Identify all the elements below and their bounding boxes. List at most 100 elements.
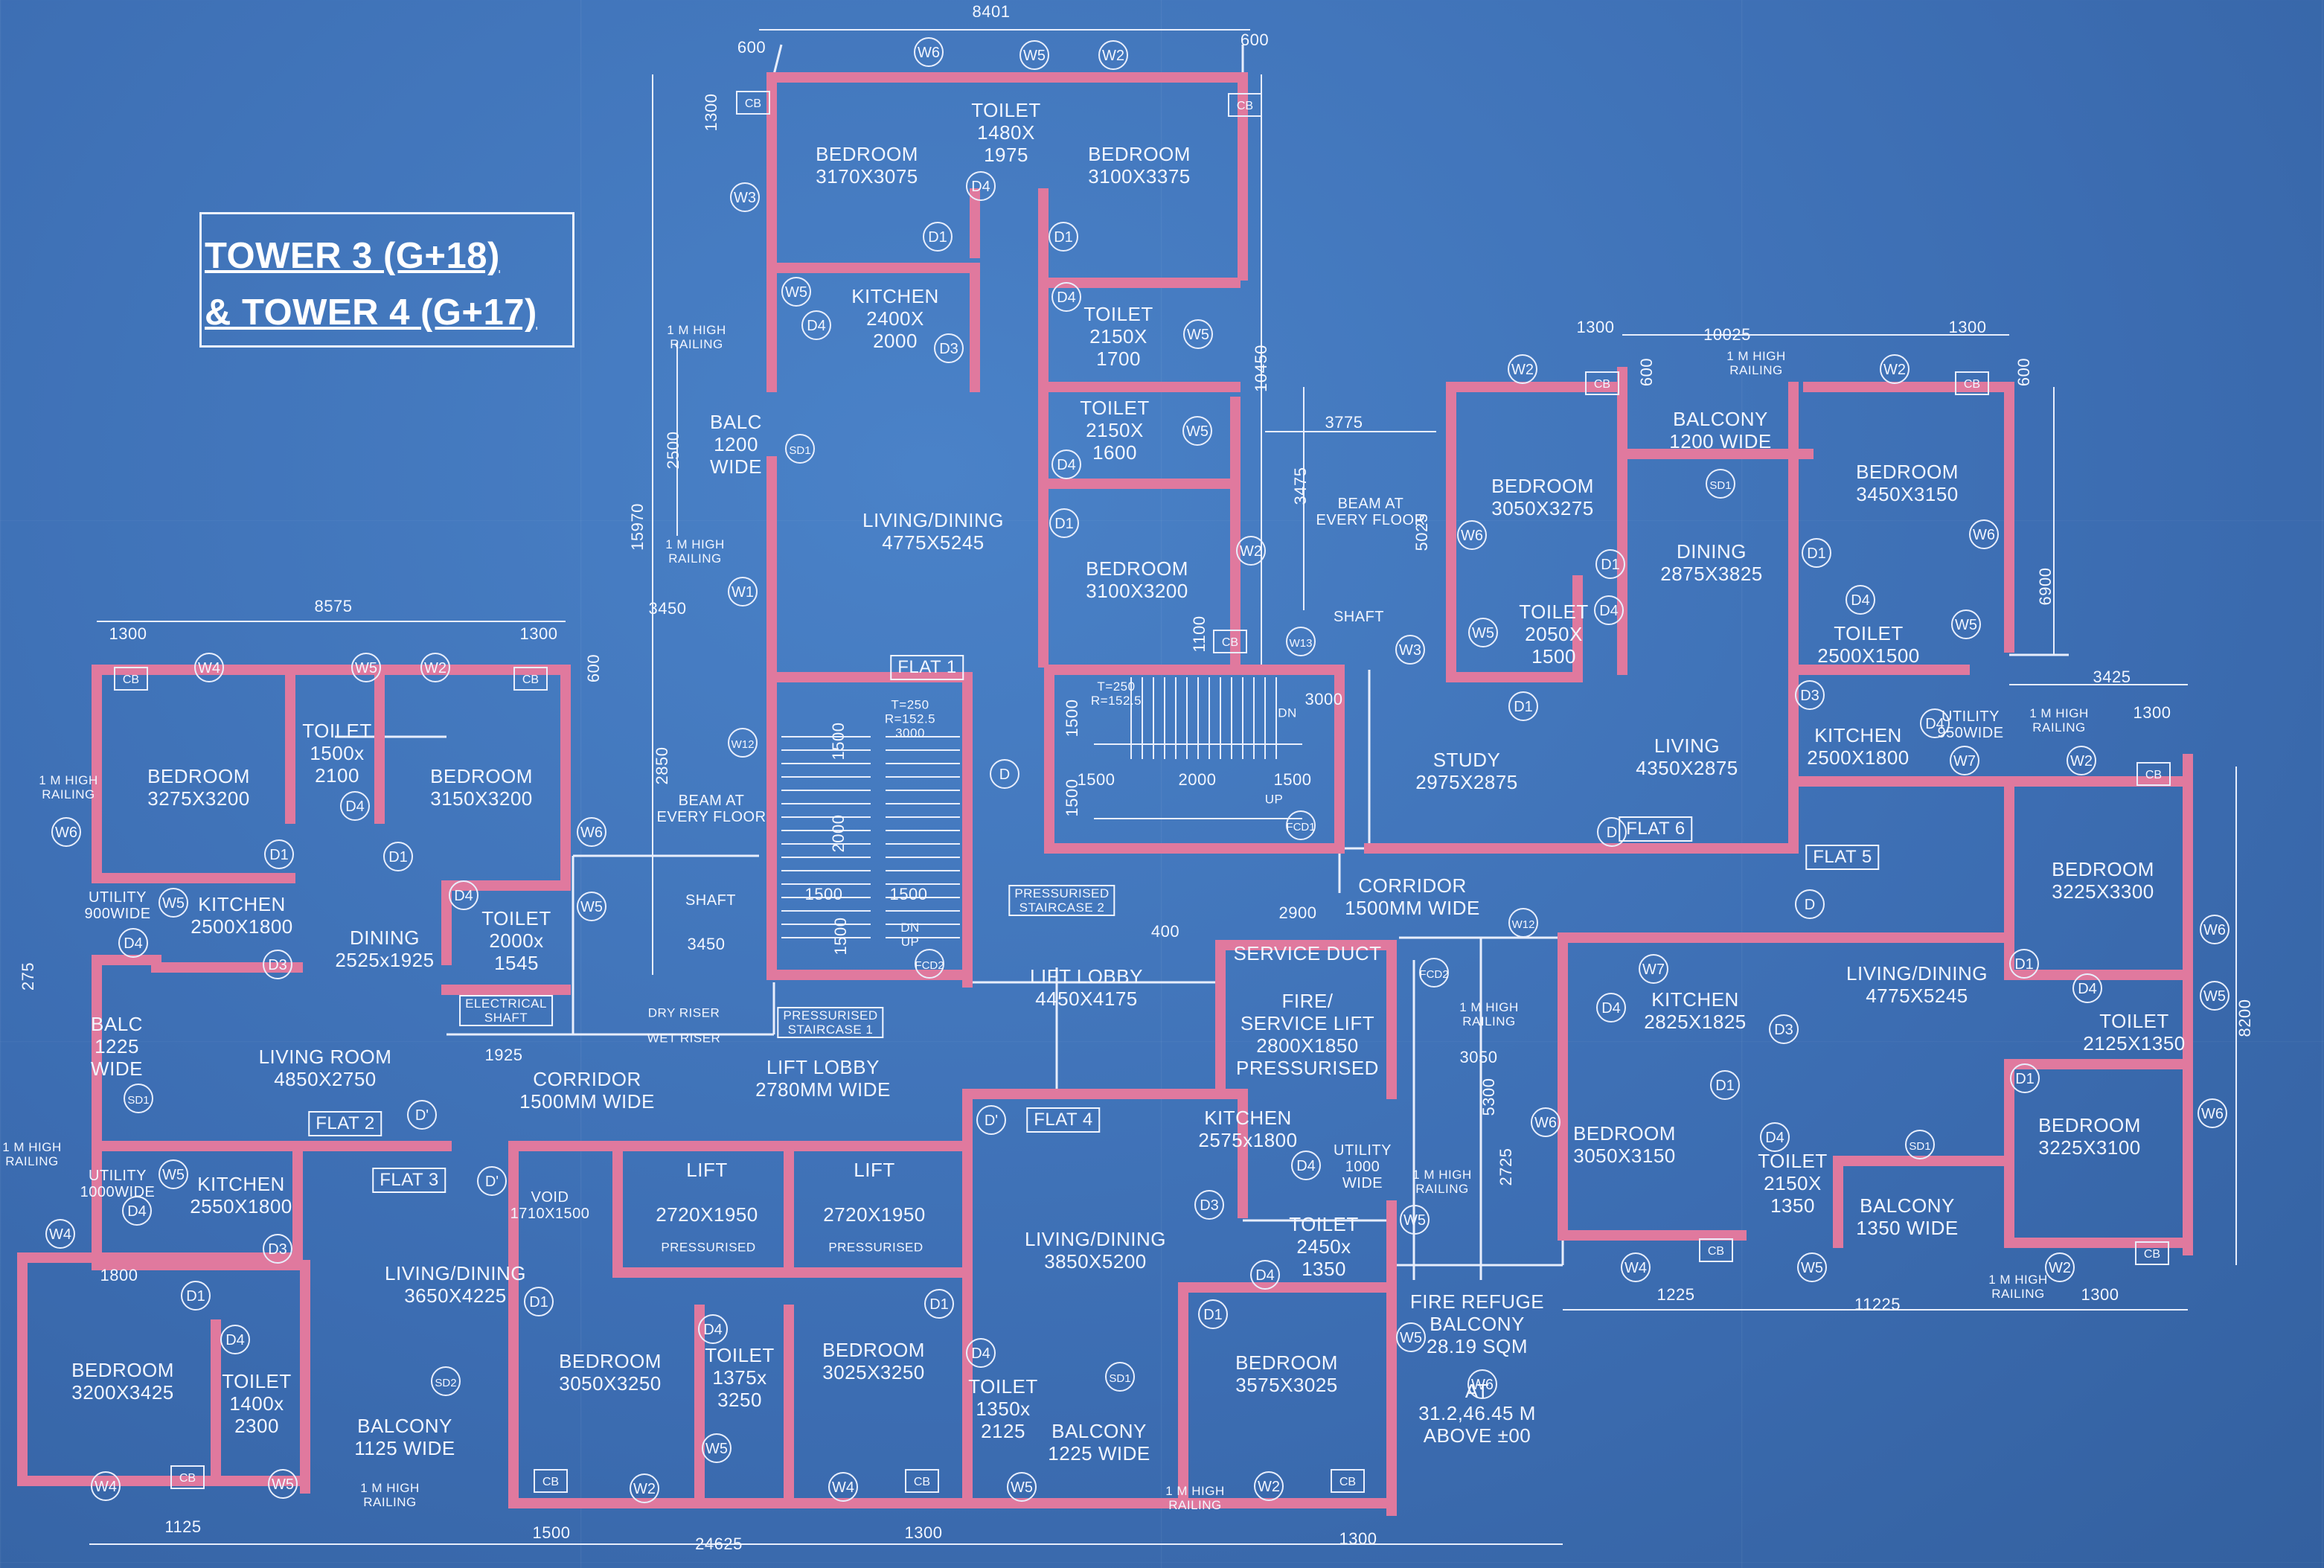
svg-text:D1: D1 xyxy=(269,847,289,863)
vdim-2000a: 2000 xyxy=(829,814,848,853)
tag-fcd2: FCD2 xyxy=(1419,958,1449,988)
tag-d4: D4 xyxy=(966,171,996,201)
label-railing-5: 1 M HIGH RAILING xyxy=(2,1140,62,1168)
tag-d: D xyxy=(990,759,1019,789)
room-bed-1: BEDROOM 3170X3075 xyxy=(816,143,918,188)
svg-text:W7: W7 xyxy=(1953,753,1976,769)
tag-dp: D' xyxy=(976,1105,1006,1135)
room-fire-lift: FIRE/ SERVICE LIFT 2800X1850 PRESSURISED xyxy=(1236,990,1379,1079)
tag-w2: W2 xyxy=(420,653,450,682)
cupboard-box: CB xyxy=(114,667,148,691)
room-toilet-13: TOILET 1375x 3250 xyxy=(705,1344,775,1411)
vdim-5025: 5025 xyxy=(1412,513,1431,551)
svg-text:W5: W5 xyxy=(1403,1212,1426,1229)
svg-text:W6: W6 xyxy=(1973,527,1995,543)
svg-text:D4: D4 xyxy=(1765,1130,1784,1146)
dim-1300g: 1300 xyxy=(904,1523,943,1542)
dim-1500b: 1500 xyxy=(1273,770,1312,789)
room-toilet-2: TOILET 2150X 1700 xyxy=(1083,303,1153,370)
svg-text:CB: CB xyxy=(1708,1245,1724,1258)
tag-w2: W2 xyxy=(2067,746,2096,775)
svg-text:D1: D1 xyxy=(1054,229,1073,246)
vdim-600a: 600 xyxy=(1637,357,1656,387)
svg-text:W2: W2 xyxy=(1102,48,1124,64)
dim-1125: 1125 xyxy=(164,1517,202,1536)
svg-text:D: D xyxy=(999,767,1010,783)
vdim-1500c: 1500 xyxy=(1063,778,1081,817)
room-corridor-1: CORRIDOR 1500MM WIDE xyxy=(519,1068,655,1113)
room-balcony-6: BALCONY 1200 WIDE xyxy=(1669,408,1772,452)
svg-text:D4: D4 xyxy=(345,799,365,815)
svg-text:D: D xyxy=(1607,825,1617,841)
tag-w7: W7 xyxy=(1950,746,1979,775)
svg-text:CB: CB xyxy=(914,1476,930,1488)
tag-w4: W4 xyxy=(828,1472,858,1502)
room-lift-lobby-2: LIFT LOBBY 2780MM WIDE xyxy=(755,1056,891,1101)
svg-text:CB: CB xyxy=(2144,1248,2160,1261)
svg-text:W4: W4 xyxy=(198,660,220,676)
room-utility-5: UTILITY 950WIDE xyxy=(1937,708,2004,741)
tag-w5: W5 xyxy=(1951,609,1981,639)
svg-text:W4: W4 xyxy=(95,1479,117,1495)
cupboard-box: CB xyxy=(1331,1469,1365,1493)
room-kitchen-1: KITCHEN 2400X 2000 xyxy=(851,285,939,352)
cupboard-box: CB xyxy=(2135,1241,2169,1265)
label-railing-4: 1 M HIGH RAILING xyxy=(2029,706,2089,735)
label-stair2-up: UP xyxy=(1264,792,1284,807)
tag-d4: D4 xyxy=(220,1325,250,1354)
label-pressurised-a: PRESSURISED xyxy=(661,1240,756,1255)
cupboard-box: CB xyxy=(1213,630,1247,653)
svg-text:W2: W2 xyxy=(2049,1260,2071,1276)
svg-text:D4: D4 xyxy=(124,935,143,952)
svg-text:CB: CB xyxy=(1237,100,1253,112)
svg-text:W5: W5 xyxy=(785,284,807,301)
label-flat-2: FLAT 2 xyxy=(308,1111,382,1136)
svg-text:W5: W5 xyxy=(1801,1260,1823,1276)
cupboard-box: CB xyxy=(513,667,548,691)
cupboard-box: CB xyxy=(1699,1238,1733,1262)
tag-w5: W5 xyxy=(159,888,188,918)
svg-text:W5: W5 xyxy=(1955,617,1977,633)
dim-2900: 2900 xyxy=(1278,903,1317,922)
tag-w13: W13 xyxy=(1286,627,1316,656)
vdim-8200: 8200 xyxy=(2235,999,2254,1037)
svg-text:W2: W2 xyxy=(1883,362,1906,378)
svg-text:D3: D3 xyxy=(1200,1197,1219,1214)
room-bed-12: BEDROOM 3050X3250 xyxy=(559,1350,662,1395)
room-toilet-10: TOILET 2150X 1350 xyxy=(1758,1150,1828,1217)
tag-w6: W6 xyxy=(1969,519,1999,549)
svg-text:SD1: SD1 xyxy=(1109,1372,1130,1385)
tag-w2: W2 xyxy=(630,1473,659,1503)
vdim-600b: 600 xyxy=(2014,357,2033,387)
svg-text:D3: D3 xyxy=(939,341,958,357)
label-railing-8: 1 M HIGH RAILING xyxy=(1988,1273,2048,1301)
room-bed-11: BEDROOM 3200X3425 xyxy=(71,1359,174,1404)
svg-text:D1: D1 xyxy=(1054,516,1074,532)
svg-text:D3: D3 xyxy=(1800,688,1819,704)
svg-text:CB: CB xyxy=(522,673,539,686)
label-pressurised-staircase-1: PRESSURISED STAIRCASE 1 xyxy=(777,1007,884,1038)
tag-w4: W4 xyxy=(194,653,224,682)
dim-1800: 1800 xyxy=(100,1266,138,1284)
tag-d1: D1 xyxy=(923,222,953,252)
svg-text:SD1: SD1 xyxy=(1709,479,1731,492)
svg-text:W5: W5 xyxy=(1472,625,1494,641)
svg-text:FCD1: FCD1 xyxy=(1286,821,1315,833)
room-corridor-2: CORRIDOR 1500MM WIDE xyxy=(1345,874,1480,919)
svg-text:CB: CB xyxy=(2145,769,2162,781)
room-toilet-6b: TOILET 2500X1500 xyxy=(1817,622,1920,667)
dim-400: 400 xyxy=(1150,922,1180,941)
room-toilet-6a: TOILET 2050X 1500 xyxy=(1519,601,1589,668)
room-bed-6: BEDROOM 3275X3200 xyxy=(147,765,250,810)
tag-d1: D1 xyxy=(383,842,413,871)
dim-1300d: 1300 xyxy=(519,624,558,643)
tag-d1: D1 xyxy=(1049,222,1078,252)
cupboard-box: CB xyxy=(170,1465,205,1489)
svg-text:W4: W4 xyxy=(832,1479,854,1496)
tag-d1: D1 xyxy=(1508,691,1538,721)
tag-d1: D1 xyxy=(924,1289,954,1319)
svg-text:W6: W6 xyxy=(2203,922,2226,938)
vdim-1500d: 1500 xyxy=(831,917,850,956)
room-kitchen-6: KITCHEN 2500X1800 xyxy=(1807,724,1910,769)
tag-dp: D' xyxy=(407,1100,437,1130)
